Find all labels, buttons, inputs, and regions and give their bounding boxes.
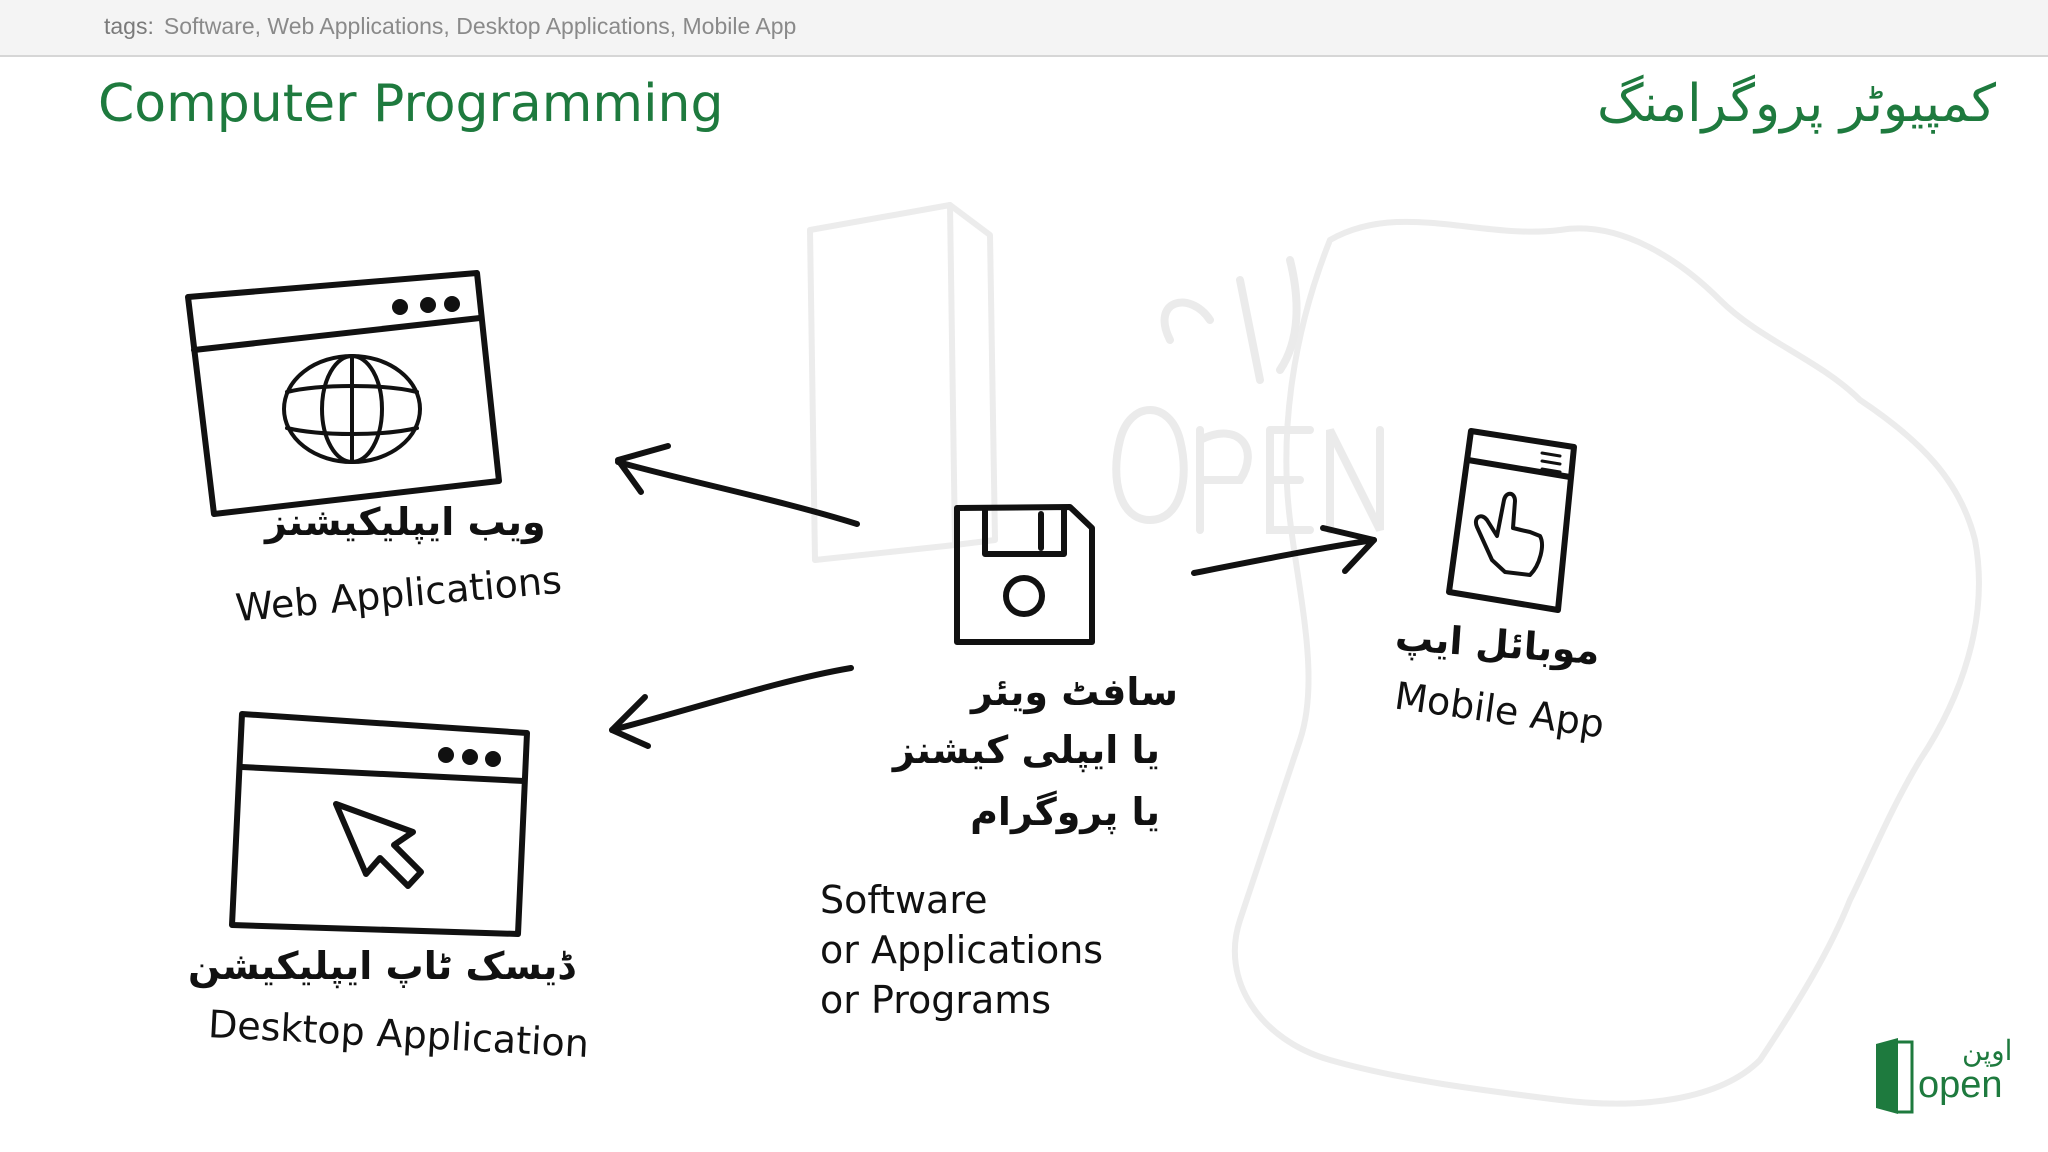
open-logo-urdu: اوپن xyxy=(1962,1035,2013,1066)
software-urdu-line-2: یا ایپلی کیشنز xyxy=(892,728,1160,772)
software-label-line-3: or Programs xyxy=(820,978,1052,1022)
software-label-line-2: or Applications xyxy=(820,928,1104,972)
arrow-to-desktop-icon xyxy=(609,665,854,749)
open-logo-door-icon xyxy=(1876,1038,1914,1114)
browser-cursor-icon xyxy=(229,711,530,937)
arrow-to-web-icon xyxy=(615,443,860,527)
tags-bar: tags: Software, Web Applications, Desktop… xyxy=(0,0,2048,57)
tags-line: tags: Software, Web Applications, Desktop… xyxy=(104,13,796,40)
arrow-to-mobile-icon xyxy=(1191,525,1377,576)
phone-tap-icon xyxy=(1446,428,1577,613)
tags-list: Software, Web Applications, Desktop Appl… xyxy=(163,13,797,39)
page-title-english: Computer Programming xyxy=(98,74,724,134)
software-urdu-line-3: یا پروگرام xyxy=(970,790,1160,834)
software-label-line-1: Software xyxy=(820,878,988,922)
browser-globe-icon xyxy=(185,270,502,517)
open-logo: اوپن open xyxy=(1872,1034,2012,1114)
software-urdu-line-1: سافٹ ویئر xyxy=(970,670,1178,714)
web-applications-urdu-label: ویب ایپلیکیشنز xyxy=(265,500,546,544)
floppy-disk-icon xyxy=(954,504,1095,645)
tags-label: tags: xyxy=(104,13,154,39)
desktop-application-urdu-label: ڈیسک ٹاپ ایپلیکیشن xyxy=(188,944,575,988)
open-logo-english: open xyxy=(1918,1064,2003,1106)
page-title-urdu: کمپیوٹر پروگرامنگ xyxy=(1596,74,1996,134)
